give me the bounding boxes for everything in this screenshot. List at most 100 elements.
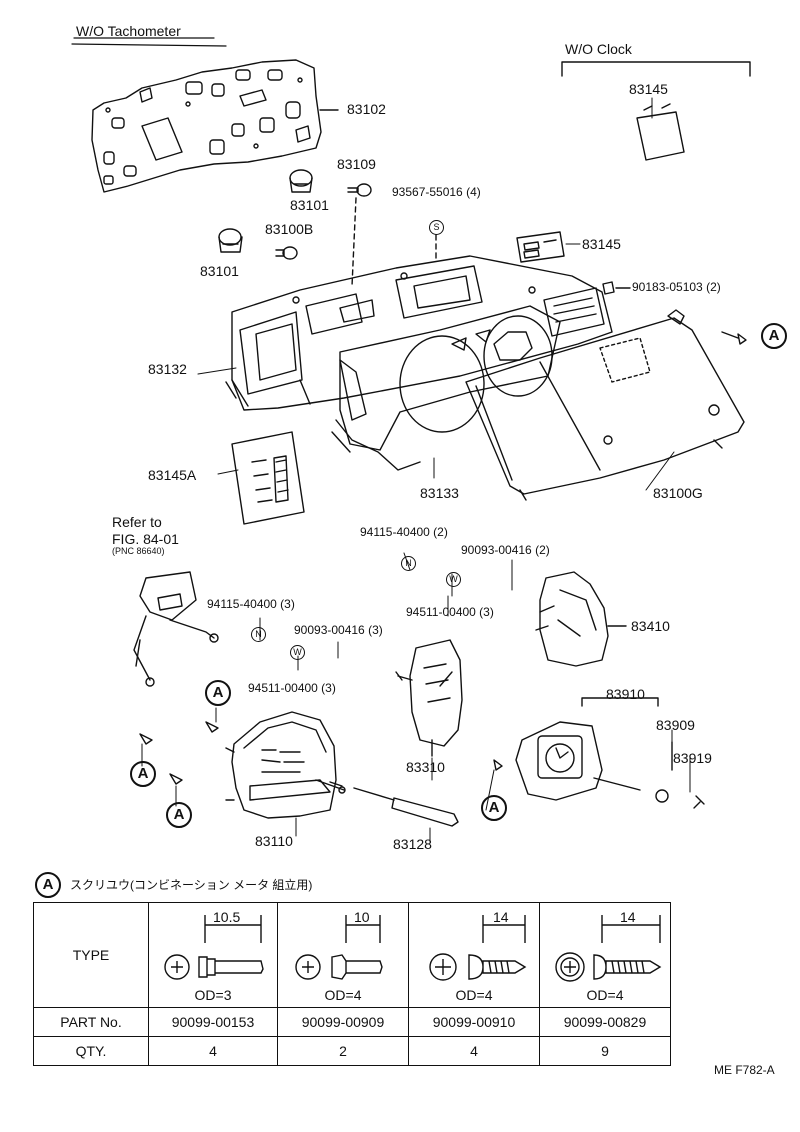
- qty-2: 2: [277, 1036, 409, 1066]
- callout-90093-left: 90093-00416 (3): [294, 623, 383, 637]
- callout-83101-b: 83101: [200, 263, 239, 279]
- screw-type-3-icon: [429, 915, 527, 981]
- leaders: [141, 97, 691, 843]
- wo-tachometer-label: W/O Tachometer: [76, 23, 181, 39]
- symbol-w-left: W: [290, 645, 305, 660]
- callout-83909: 83909: [656, 717, 695, 733]
- row-label-part-no: PART No.: [33, 1007, 149, 1037]
- cover-83145-mid: [516, 231, 565, 263]
- wo-tachometer-underline: [71, 37, 227, 47]
- od-2: OD=4: [324, 987, 362, 1003]
- temp-gauge-83410: [535, 571, 609, 667]
- symbol-n-left: N: [251, 627, 266, 642]
- type-cell-4: 14 OD=4: [539, 902, 671, 1008]
- table-row-qty: QTY. 4 2 4 9: [33, 1036, 671, 1066]
- dim-1: 10.5: [213, 909, 241, 925]
- bulb-83100b: [275, 246, 298, 260]
- symbol-a-clock: A: [481, 795, 507, 821]
- symbol-n-right: N: [401, 556, 416, 571]
- refer-to-label: Refer to: [112, 514, 162, 530]
- row-label-type: TYPE: [33, 902, 149, 1008]
- figure-code: ME F782-A: [714, 1063, 775, 1077]
- callout-83145-mid: 83145: [582, 236, 621, 252]
- table-row-type: TYPE 10.5 OD=3 10 OD=4: [33, 902, 671, 1008]
- callout-83101-a: 83101: [290, 197, 329, 213]
- indicator-panel-83145a: [231, 431, 305, 525]
- screw-type-1-icon: [164, 915, 264, 980]
- bracket-83910: [581, 697, 673, 771]
- dim-2: 10: [354, 909, 370, 925]
- callout-94115-right: 94115-40400 (2): [360, 525, 448, 539]
- clip-90183: [602, 281, 615, 295]
- part-no-3: 90099-00910: [408, 1007, 540, 1037]
- dim-4: 14: [620, 909, 636, 925]
- type-cell-2: 10 OD=4: [277, 902, 409, 1008]
- row-label-qty: QTY.: [33, 1036, 149, 1066]
- speedometer-83110: [225, 711, 346, 819]
- callout-83132: 83132: [148, 361, 187, 377]
- symbol-a-left: A: [130, 761, 156, 787]
- od-3: OD=4: [455, 987, 493, 1003]
- qty-3: 4: [408, 1036, 540, 1066]
- screw-a-left-1: [139, 733, 153, 745]
- callout-83102: 83102: [347, 101, 386, 117]
- callout-94511-left: 94511-00400 (3): [248, 681, 336, 695]
- connector-harness: [133, 571, 219, 687]
- screw-type-2-icon: [295, 915, 383, 980]
- needle-83128: [353, 787, 459, 827]
- callout-83145a: 83145A: [148, 467, 197, 483]
- part-no-4: 90099-00829: [539, 1007, 671, 1037]
- part-no-1: 90099-00153: [148, 1007, 278, 1037]
- callout-90093-right: 90093-00416 (2): [461, 543, 550, 557]
- callout-83310: 83310: [406, 759, 445, 775]
- qty-1: 4: [148, 1036, 278, 1066]
- callout-83100b: 83100B: [265, 221, 314, 237]
- clock-83910: [515, 721, 705, 809]
- screw-table-caption: スクリユウ(コンビネーション メータ 組立用): [70, 878, 313, 892]
- type-cell-3: 14 OD=4: [408, 902, 540, 1008]
- symbol-a-table: A: [35, 872, 61, 898]
- meter-hood-83133: [331, 305, 561, 471]
- callout-83128: 83128: [393, 836, 432, 852]
- wo-clock-bracket: [561, 61, 751, 77]
- table-row-part-no: PART No. 90099-00153 90099-00909 90099-0…: [33, 1007, 671, 1037]
- pnc-label: (PNC 86640): [112, 546, 165, 556]
- od-4: OD=4: [586, 987, 624, 1003]
- bulb-83109: [347, 183, 372, 197]
- type-cell-1: 10.5 OD=3: [148, 902, 278, 1008]
- screw-a-clock: [493, 759, 503, 771]
- callout-94511-right: 94511-00400 (3): [406, 605, 494, 619]
- symbol-a-bottom-left: A: [166, 802, 192, 828]
- callout-93567: 93567-55016 (4): [392, 185, 481, 199]
- callout-83109: 83109: [337, 156, 376, 172]
- symbol-s: S: [429, 220, 444, 235]
- screw-a-case: [721, 331, 747, 345]
- cover-83145-top: [636, 103, 685, 161]
- callout-83919: 83919: [673, 750, 712, 766]
- callout-90183: 90183-05103 (2): [632, 280, 721, 294]
- symbol-a-top-left: A: [205, 680, 231, 706]
- callout-83410: 83410: [631, 618, 670, 634]
- fig-ref-label: FIG. 84-01: [112, 531, 179, 547]
- callout-94115-left: 94115-40400 (3): [207, 597, 295, 611]
- dim-3: 14: [493, 909, 509, 925]
- meter-glass-83100g: [465, 309, 745, 501]
- screw-spec-table: TYPE 10.5 OD=3 10 OD=4: [33, 902, 671, 1066]
- od-1: OD=3: [194, 987, 232, 1003]
- screw-a-left-3: [205, 721, 219, 733]
- screw-type-4-icon: [555, 915, 662, 982]
- screw-a-left-2: [169, 773, 183, 785]
- symbol-w-right: W: [446, 572, 461, 587]
- callout-83110: 83110: [255, 833, 293, 849]
- callout-83910: 83910: [606, 686, 645, 702]
- bulb-socket-83101-a: [289, 169, 313, 193]
- leader-83109-dash: [351, 197, 357, 287]
- part-no-2: 90099-00909: [277, 1007, 409, 1037]
- callout-83133: 83133: [420, 485, 459, 501]
- gasket-plate-83102: [91, 59, 339, 193]
- wo-clock-label: W/O Clock: [565, 41, 632, 57]
- meter-case-83132: [225, 255, 613, 411]
- callout-83145-top: 83145: [629, 81, 668, 97]
- callout-83100g: 83100G: [653, 485, 703, 501]
